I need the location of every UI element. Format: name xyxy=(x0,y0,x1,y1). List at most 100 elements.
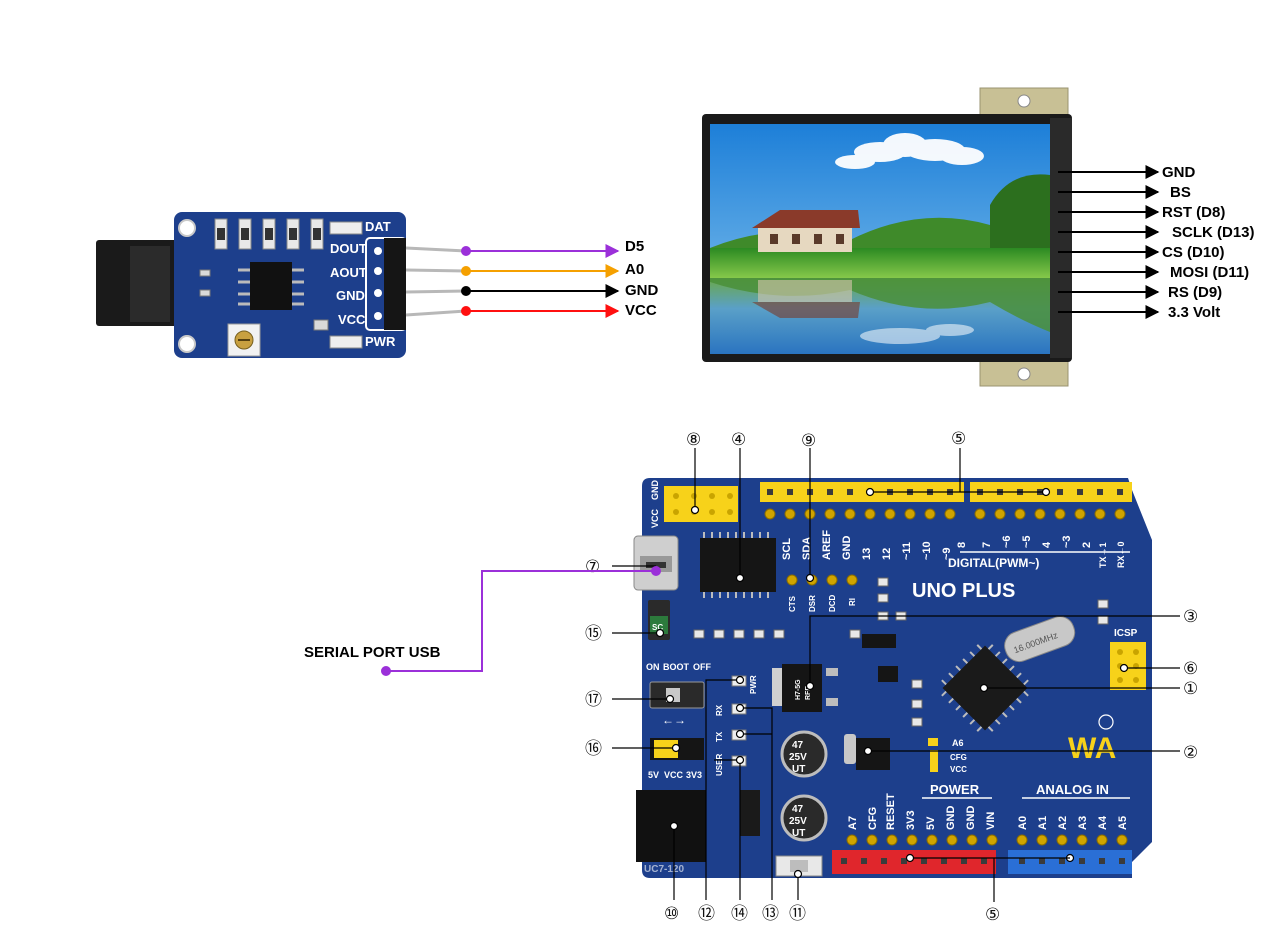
serial-ri: RI xyxy=(848,598,857,606)
callout-7: ⑦ xyxy=(585,557,600,577)
digital-header-label: DIGITAL(PWM~) xyxy=(948,556,1039,570)
led-pwr xyxy=(329,335,363,349)
dpin-13: 13 xyxy=(861,548,873,560)
callout-9: ⑨ xyxy=(801,431,816,451)
led-label-pwr: PWR xyxy=(749,675,758,694)
lcd-pin-gnd: GND xyxy=(1162,164,1196,181)
callout-14: ⑭ xyxy=(731,904,748,924)
icsp-header xyxy=(1110,642,1146,690)
dpin-scl: SCL xyxy=(781,538,793,560)
lcd-pin-3v3: 3.3 Volt xyxy=(1168,304,1220,321)
callout-1: ① xyxy=(1183,679,1198,699)
lcd-pin-sclk: SCLK (D13) xyxy=(1172,224,1255,241)
usb-serial-chip xyxy=(700,538,776,592)
analog-header-label: ANALOG IN xyxy=(1036,782,1109,797)
callout-8: ⑧ xyxy=(686,430,701,450)
led-label-user: USER xyxy=(715,754,724,776)
boot-label-on: ON xyxy=(646,662,660,672)
callout-16: ⑯ xyxy=(585,739,602,759)
callout-5-bottom: ⑤ xyxy=(985,905,1000,925)
ppin-3v3: 3V3 xyxy=(905,810,917,830)
potentiometer xyxy=(227,323,261,357)
callout-12: ⑫ xyxy=(698,904,715,924)
lcd-pin-mosi: MOSI (D11) xyxy=(1170,264,1249,281)
dpin-aref: AREF xyxy=(821,530,833,560)
dpin-0: RX←0 xyxy=(1116,541,1126,568)
sensor-target-gnd: GND xyxy=(625,282,659,299)
sensor-wires: D5 A0 GND VCC xyxy=(461,238,659,319)
vcc-label: VCC xyxy=(650,508,660,528)
ppin-a7: A7 xyxy=(847,816,859,830)
ppin-gnd2: GND xyxy=(965,806,977,831)
ppin-vin: VIN xyxy=(985,812,997,830)
gnd-label: GND xyxy=(650,480,660,501)
board-label-gnd: GND xyxy=(336,288,365,303)
lcd-pin-rst: RST (D8) xyxy=(1162,204,1225,221)
callout-10: ⑩ xyxy=(664,904,679,924)
dpin-gnd: GND xyxy=(841,536,853,561)
dpin-3: ~3 xyxy=(1061,535,1073,548)
jumper-label-a6: A6 xyxy=(952,738,964,748)
jumper-label-vcc: VCC xyxy=(950,765,967,774)
cap1-text-1: 47 xyxy=(792,740,804,751)
ldo-regulator xyxy=(856,738,890,770)
cap2-text-3: UT xyxy=(792,828,805,839)
sensor-target-a0: A0 xyxy=(625,261,644,278)
ppin-reset: RESET xyxy=(885,793,897,830)
lcd-screen xyxy=(710,124,1050,354)
dpin-5: ~5 xyxy=(1021,535,1033,548)
comparator-chip xyxy=(250,262,292,310)
cap1-text-2: 25V xyxy=(789,752,807,763)
ppin-gnd1: GND xyxy=(945,806,957,831)
lcd-pin-rs: RS (D9) xyxy=(1168,284,1222,301)
board-label-aout: AOUT xyxy=(330,265,367,280)
icsp-label: ICSP xyxy=(1114,628,1138,639)
serial-dsr: DSR xyxy=(808,595,817,612)
cap2-text-1: 47 xyxy=(792,804,804,815)
callout-5-top: ⑤ xyxy=(951,429,966,449)
board-label-dout: DOUT xyxy=(330,241,367,256)
lcd-pin-bs: BS xyxy=(1170,184,1191,201)
dpin-11: ~11 xyxy=(901,542,913,560)
callout-3: ③ xyxy=(1183,607,1198,627)
dpin-1: TX→1 xyxy=(1098,542,1108,568)
svg-text:←→: ←→ xyxy=(662,713,686,727)
waveshare-logo: WA xyxy=(1068,732,1116,765)
fuse-chip-label: SC xyxy=(652,623,663,632)
boot-label-off: OFF xyxy=(693,662,711,672)
digital-header-left xyxy=(760,482,964,502)
board-label-dat: DAT xyxy=(365,219,391,234)
dpin-7: 7 xyxy=(981,542,993,548)
callout-15: ⑮ xyxy=(585,624,602,644)
dpin-8: 8 xyxy=(956,542,968,548)
ppin-cfg: CFG xyxy=(867,807,879,830)
led-dat xyxy=(329,221,363,235)
board-label-vcc: VCC xyxy=(338,312,366,327)
led-label-tx: TX xyxy=(715,731,724,742)
board-name: UNO PLUS xyxy=(912,580,1015,602)
dpin-sda: SDA xyxy=(801,537,813,560)
ppin-5v: 5V xyxy=(925,816,937,830)
lcd-pin-cs: CS (D10) xyxy=(1162,244,1225,261)
boot-label-boot: BOOT xyxy=(663,662,690,672)
dpin-6: ~6 xyxy=(1001,535,1013,548)
voltage-label-vcc: VCC xyxy=(664,770,684,780)
apin-a5: A5 xyxy=(1117,816,1129,830)
jumper-label-cfg: CFG xyxy=(950,753,967,762)
led-label-rx: RX xyxy=(715,704,724,716)
serial-cts: CTS xyxy=(788,595,797,612)
regulator-label-1: H7-5G xyxy=(795,679,802,700)
sensor-module: DAT DOUT AOUT GND VCC PWR xyxy=(96,212,467,358)
callout-4: ④ xyxy=(731,430,746,450)
dpin-12: 12 xyxy=(881,548,893,560)
sensor-target-d5: D5 xyxy=(625,238,644,255)
house-picture xyxy=(752,210,860,252)
callout-17: ⑰ xyxy=(585,690,602,710)
voltage-label-3v3: 3V3 xyxy=(686,770,702,780)
digital-header-right xyxy=(970,482,1132,502)
apin-a4: A4 xyxy=(1097,815,1109,830)
board-label-pwr: PWR xyxy=(365,334,396,349)
power-header-label: POWER xyxy=(930,782,980,797)
vcc-gnd-header xyxy=(664,486,738,522)
